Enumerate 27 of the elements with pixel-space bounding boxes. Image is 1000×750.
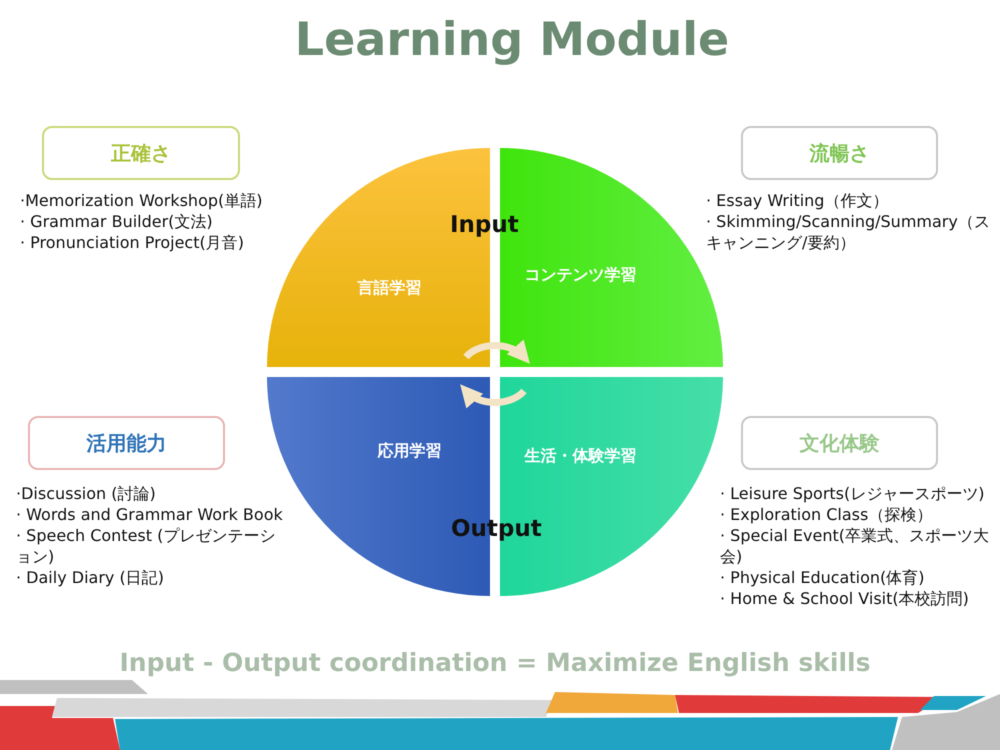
quadrant-label: コンテンツ学習	[523, 264, 638, 286]
heading-box: 文化体験	[741, 416, 938, 470]
list-item: · Exploration Class（探検）	[720, 504, 934, 525]
heading-box: 流暢さ	[741, 126, 938, 180]
heading-box: 活用能力	[28, 416, 225, 470]
cycle-arrow	[464, 340, 530, 364]
list-item: · Skimming/Scanning/Summary（スキャンニング/要約）	[706, 211, 991, 253]
list-item: · Daily Diary (日記)	[16, 567, 165, 588]
list-item: · Special Event(卒業式、スポーツ大会)	[720, 525, 990, 567]
list-item: · Home & School Visit(本校訪問)	[720, 588, 970, 609]
list-item: · Speech Contest (プレゼンテーション)	[16, 525, 276, 567]
list-item: ·Discussion (討論)	[16, 483, 157, 504]
cycle-arrow	[460, 384, 526, 408]
heading-box: 正確さ	[42, 126, 240, 180]
quadrant-label: 言語学習	[356, 277, 423, 300]
list-item: · Physical Education(体育)	[720, 567, 926, 588]
caption: Input - Output coordination = Maximize English skills	[118, 648, 872, 677]
list-item: · Leisure Sports(レジャースポーツ)	[720, 483, 986, 504]
list-item: · Essay Writing（作文）	[706, 190, 890, 211]
phase-label: Output	[451, 516, 542, 542]
quadrant-label: 応用学習	[376, 440, 443, 462]
list-item: ·Memorization Workshop(単語)	[20, 190, 264, 211]
list-item: · Words and Grammar Work Book	[16, 504, 284, 525]
list-item: · Grammar Builder(文法)	[20, 211, 214, 232]
title: Learning Module	[294, 12, 730, 66]
quadrant-label: 生活・体験学習	[523, 444, 638, 467]
list-item: · Pronunciation Project(月音)	[20, 232, 245, 253]
